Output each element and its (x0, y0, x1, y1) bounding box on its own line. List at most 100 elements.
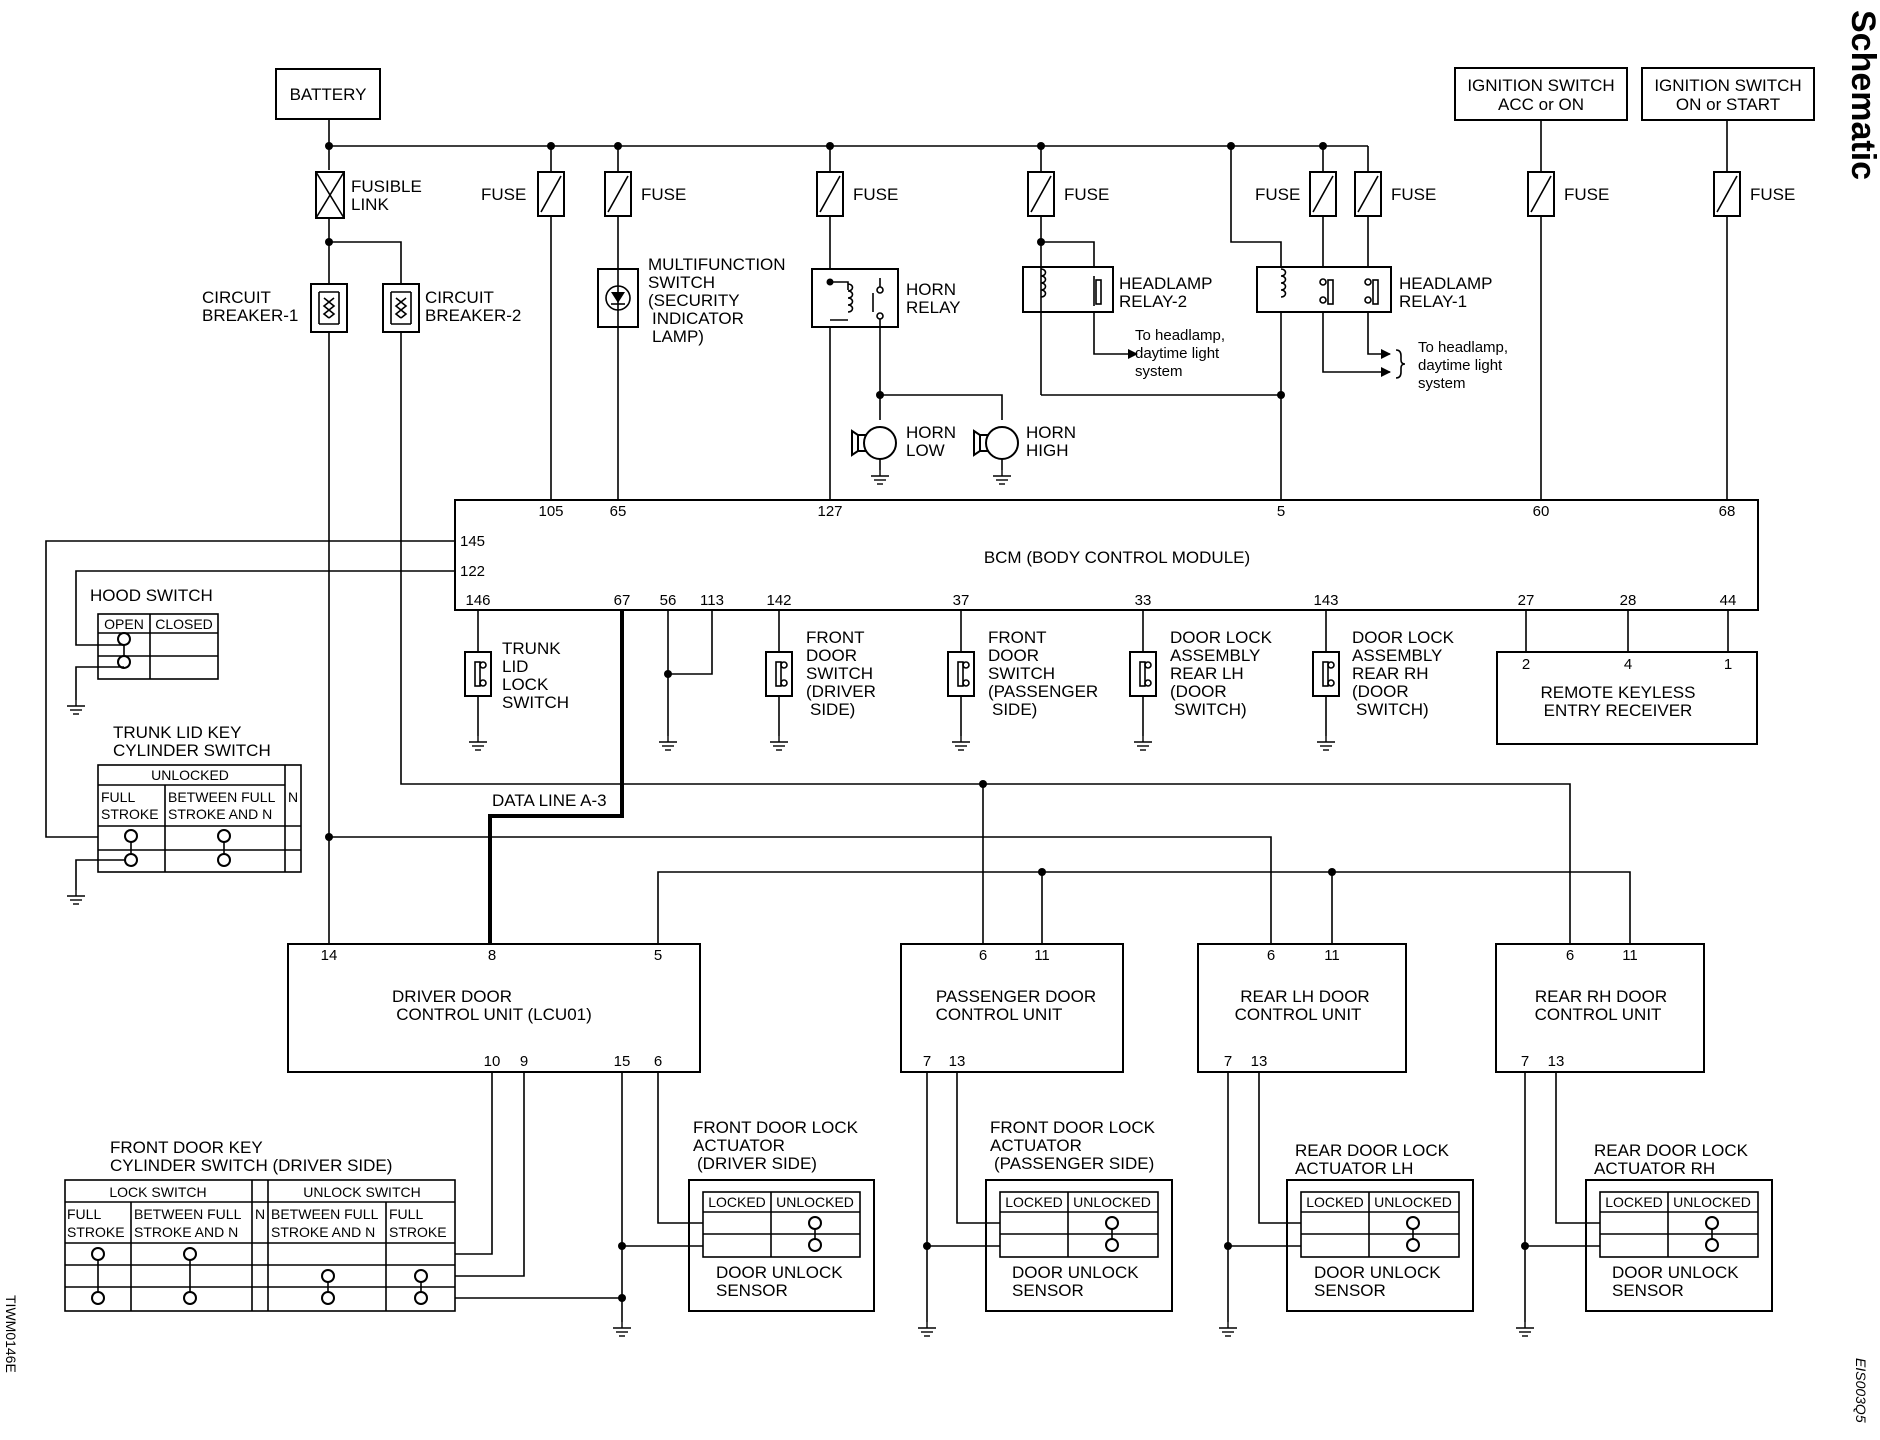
rear-lh-door-control-unit: 6 11 REAR LH DOOR CONTROL UNIT 7 13 (1197, 943, 1407, 1073)
horn-low-label-1: HORN (906, 423, 956, 442)
bcm-pin-28: 28 (1620, 592, 1637, 609)
hl-relay2-label-1: HEADLAMP (1119, 274, 1213, 293)
trunk-lock-label-1: TRUNK (502, 639, 561, 658)
mfs-label-1: MULTIFUNCTION (648, 255, 786, 274)
bcm-pin-142: 142 (766, 592, 791, 609)
act-rlh-locked: LOCKED (1306, 1194, 1364, 1210)
act-rrh-unlocked: UNLOCKED (1673, 1194, 1751, 1210)
act-rrh-title-2: ACTUATOR RH (1594, 1159, 1715, 1178)
rke-label-1: REMOTE KEYLESS (1541, 683, 1696, 702)
rrhcu-pin-13: 13 (1548, 1053, 1565, 1070)
trunk-lid-lock-switch: TRUNK LID LOCK SWITCH (464, 639, 569, 712)
act-driver-title-1: FRONT DOOR LOCK (693, 1118, 859, 1137)
horn-high-label-1: HORN (1026, 423, 1076, 442)
horn-relay-label-1: HORN (906, 280, 956, 299)
act-pass-title-1: FRONT DOOR LOCK (990, 1118, 1156, 1137)
act-rrh-locked: LOCKED (1605, 1194, 1663, 1210)
bcm-box: BCM (BODY CONTROL MODULE) 105 65 127 5 6… (454, 499, 1759, 611)
section-title: Schematic (1844, 10, 1880, 180)
fds-pass-1: FRONT (988, 628, 1047, 647)
trunk-key-title-1: TRUNK LID KEY (113, 723, 241, 742)
horn-relay: HORN RELAY (811, 268, 961, 328)
ddcu-pin-6: 6 (654, 1053, 662, 1070)
act-pass-title-3: (PASSENGER SIDE) (994, 1154, 1154, 1173)
act-rlh-title-1: REAR DOOR LOCK (1295, 1141, 1450, 1160)
dla-lh-2: ASSEMBLY (1170, 646, 1260, 665)
dla-lh-5: SWITCH) (1174, 700, 1247, 719)
bcm-pin-37: 37 (953, 592, 970, 609)
fuse-hl1a-label: FUSE (1255, 185, 1300, 204)
front-door-switch-driver: FRONT DOOR SWITCH (DRIVER SIDE) (765, 628, 876, 719)
ign-start-1: IGNITION SWITCH (1654, 76, 1801, 95)
fdkc-title-2: CYLINDER SWITCH (DRIVER SIDE) (110, 1156, 392, 1175)
actuator-rear-rh: REAR DOOR LOCK ACTUATOR RH LOCKED UNLOCK… (1585, 1141, 1773, 1312)
fds-driver-4: (DRIVER (806, 682, 876, 701)
pdcu-label-1: PASSENGER DOOR (936, 987, 1096, 1006)
fds-pass-2: DOOR (988, 646, 1039, 665)
hood-switch-title: HOOD SWITCH (90, 586, 213, 605)
ddcu-pin-14: 14 (321, 947, 338, 964)
fusible-link-label-2: LINK (351, 195, 389, 214)
act-rlh-sensor-2: SENSOR (1314, 1281, 1386, 1300)
pdcu-label-2: CONTROL UNIT (936, 1005, 1063, 1024)
trunk-key-col2-2: STROKE AND N (168, 806, 272, 822)
act-pass-sensor-1: DOOR UNLOCK (1012, 1263, 1139, 1282)
trunk-lock-label-4: SWITCH (502, 693, 569, 712)
trunk-key-col2-1: BETWEEN FULL (168, 789, 276, 805)
fdkc-lock-group: LOCK SWITCH (109, 1184, 206, 1200)
act-driver-locked: LOCKED (708, 1194, 766, 1210)
fds-driver-2: DOOR (806, 646, 857, 665)
mfs-label-2: SWITCH (648, 273, 715, 292)
bcm-pin-27: 27 (1518, 592, 1535, 609)
dla-rh-1: DOOR LOCK (1352, 628, 1455, 647)
rke-label-2: ENTRY RECEIVER (1544, 701, 1693, 720)
fuse-65-label: FUSE (641, 185, 686, 204)
ddcu-pin-15: 15 (614, 1053, 631, 1070)
bcm-pin-146: 146 (465, 592, 490, 609)
rlhcu-pin-13: 13 (1251, 1053, 1268, 1070)
ddcu-label-2: CONTROL UNIT (LCU01) (396, 1005, 592, 1024)
fuse-headlamp-1a (1309, 171, 1337, 217)
act-pass-locked: LOCKED (1005, 1194, 1063, 1210)
ddcu-label-1: DRIVER DOOR (392, 987, 512, 1006)
figure-code-right: EIS003Q5 (1853, 1358, 1869, 1423)
circuit-breaker-2: CIRCUIT BREAKER-2 (382, 283, 521, 333)
rrhcu-pin-7: 7 (1521, 1053, 1529, 1070)
cb1-label-1: CIRCUIT (202, 288, 271, 307)
ddcu-pin-5: 5 (654, 947, 662, 964)
fdkc-unlock-group: UNLOCK SWITCH (303, 1184, 420, 1200)
driver-door-control-unit: 14 8 5 DRIVER DOOR CONTROL UNIT (LCU01) … (287, 943, 701, 1073)
dla-rh-4: (DOOR (1352, 682, 1409, 701)
pdcu-pin-6: 6 (979, 947, 987, 964)
bcm-pin-33: 33 (1135, 592, 1152, 609)
dla-lh-3: REAR LH (1170, 664, 1244, 683)
rear-rh-door-control-unit: 6 11 REAR RH DOOR CONTROL UNIT 7 13 (1495, 943, 1705, 1073)
fdkc-c4-1: BETWEEN FULL (271, 1206, 379, 1222)
fdkc-title-1: FRONT DOOR KEY (110, 1138, 263, 1157)
trunk-key-cylinder-switch: TRUNK LID KEY CYLINDER SWITCH UNLOCKED F… (97, 723, 302, 873)
fdkc-c5-2: STROKE (389, 1224, 447, 1240)
rrhcu-label-2: CONTROL UNIT (1535, 1005, 1662, 1024)
act-pass-sensor-2: SENSOR (1012, 1281, 1084, 1300)
hl-relay1-label-1: HEADLAMP (1399, 274, 1493, 293)
fuse-105-label: FUSE (481, 185, 526, 204)
bcm-pin-44: 44 (1720, 592, 1737, 609)
fds-driver-5: SIDE) (810, 700, 855, 719)
act-rlh-sensor-1: DOOR UNLOCK (1314, 1263, 1441, 1282)
fdkc-c5-1: FULL (389, 1206, 423, 1222)
hood-switch: HOOD SWITCH OPEN CLOSED (90, 586, 219, 680)
security-indicator-lamp (597, 268, 639, 328)
circuit-breaker-1: CIRCUIT BREAKER-1 (202, 283, 348, 333)
act-driver-sensor-1: DOOR UNLOCK (716, 1263, 843, 1282)
dla-rh-5: SWITCH) (1356, 700, 1429, 719)
rlhcu-pin-11: 11 (1324, 947, 1340, 964)
fuse-ign-acc (1527, 171, 1555, 217)
ddcu-pin-8: 8 (488, 947, 496, 964)
fuse-ign-acc-label: FUSE (1564, 185, 1609, 204)
headlamp-note-2: To headlamp, daytime light system (1135, 327, 1225, 380)
hl-note2-3: system (1135, 363, 1183, 380)
fds-pass-4: (PASSENGER (988, 682, 1098, 701)
rrhcu-label-1: REAR RH DOOR (1535, 987, 1667, 1006)
fds-pass-3: SWITCH (988, 664, 1055, 683)
